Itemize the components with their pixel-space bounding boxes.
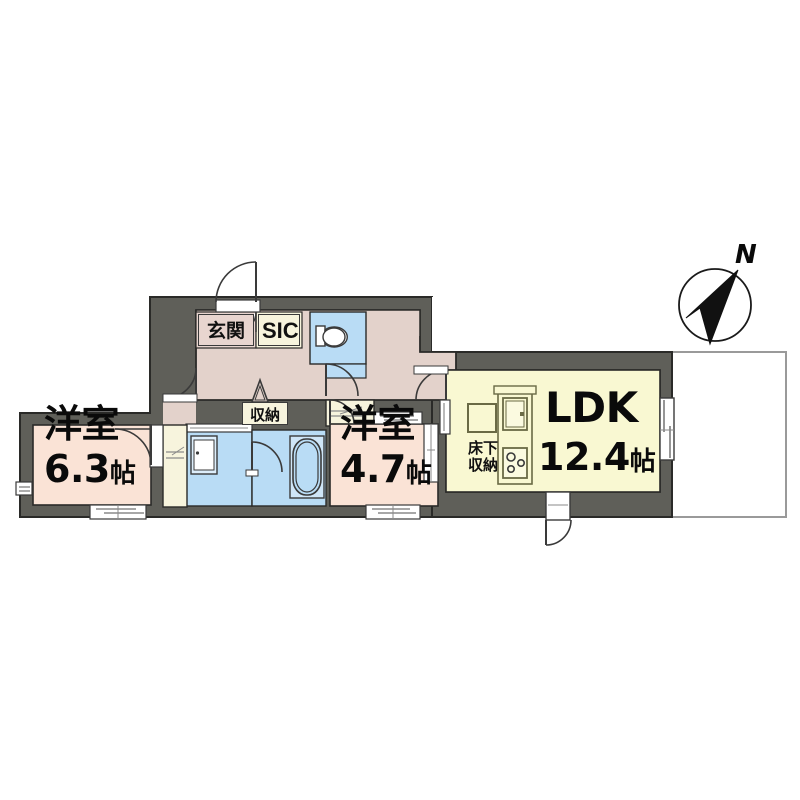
bedroom-west-area-unit: 帖 bbox=[109, 459, 136, 489]
closet-storage-upper bbox=[325, 399, 375, 427]
bedroom-west-door[interactable] bbox=[114, 424, 164, 468]
under-floor-storage-hatch bbox=[467, 403, 497, 433]
bedroom-west-area-value: 6.3 bbox=[44, 447, 110, 491]
stove-fixture bbox=[502, 447, 528, 479]
label-storage: 収納 bbox=[242, 402, 288, 425]
bedroom-mid-area-unit: 帖 bbox=[405, 459, 432, 489]
room-bedroom-mid bbox=[329, 423, 439, 507]
under-floor-storage-line2: 収納 bbox=[467, 456, 498, 474]
room-label-bedroom-mid-area: 4.7帖 bbox=[340, 447, 432, 491]
washroom-counter bbox=[185, 423, 253, 433]
compass-north-label: N bbox=[735, 240, 757, 270]
room-label-ldk-name: LDK bbox=[545, 383, 638, 432]
label-entrance: 玄関 bbox=[198, 314, 254, 346]
window-bedroom-mid-north bbox=[373, 411, 423, 425]
room-label-bedroom-mid-name: 洋室 bbox=[340, 402, 416, 446]
window-bedroom-mid-south bbox=[365, 504, 421, 520]
kitchen-sink-fixture bbox=[502, 397, 528, 431]
window-ldk-west bbox=[439, 399, 451, 435]
room-label-ldk-area: 12.4帖 bbox=[538, 435, 656, 479]
ldk-area-unit: 帖 bbox=[629, 447, 656, 477]
label-shoe-in-closet: SIC bbox=[258, 314, 300, 346]
label-under-floor-storage: 床下 収納 bbox=[455, 440, 511, 474]
bedroom-mid-closet bbox=[423, 423, 439, 483]
under-floor-storage-line1: 床下 bbox=[467, 439, 498, 457]
closet-storage bbox=[162, 424, 188, 508]
bathroom-door[interactable] bbox=[245, 441, 283, 477]
room-label-bedroom-west-area: 6.3帖 bbox=[44, 447, 136, 491]
washbasin-fixture bbox=[190, 435, 218, 475]
ldk-door[interactable] bbox=[413, 365, 449, 401]
toilet-door[interactable] bbox=[325, 363, 359, 397]
room-label-bedroom-west-name: 洋室 bbox=[44, 402, 120, 446]
sliding-door-balcony[interactable] bbox=[659, 397, 675, 461]
bedroom-mid-area-value: 4.7 bbox=[340, 447, 406, 491]
compass-rose bbox=[678, 268, 752, 346]
bedroom-mid-door[interactable] bbox=[329, 399, 355, 425]
wc-fixture bbox=[315, 325, 348, 348]
window-bedroom-west-west bbox=[15, 481, 33, 496]
hallway-door-west[interactable] bbox=[162, 367, 198, 403]
ldk-area-value: 12.4 bbox=[538, 435, 630, 479]
entrance-door[interactable] bbox=[215, 261, 261, 313]
ldk-exterior-door[interactable] bbox=[545, 491, 572, 546]
window-bedroom-west-south bbox=[89, 504, 147, 520]
bathtub-fixture bbox=[289, 435, 325, 499]
balcony-area bbox=[671, 351, 787, 518]
